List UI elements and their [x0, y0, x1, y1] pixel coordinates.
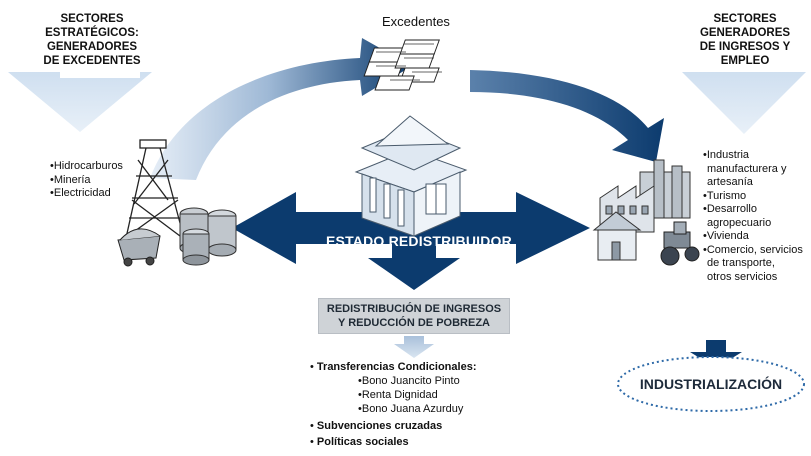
- policy-item-3: • Políticas sociales: [310, 436, 409, 448]
- subsidy-item: •Bono Juana Azurduy: [358, 403, 464, 415]
- policy-item-2: • Subvenciones cruzadas: [310, 420, 443, 432]
- redistribution-line-1: REDISTRIBUCIÓN DE INGRESOS: [326, 303, 502, 315]
- industrializacion-label: INDUSTRIALIZACIÓN: [639, 376, 783, 392]
- list-item: •Turismo: [703, 189, 747, 202]
- left-header-line-4: DE EXCEDENTES: [43, 55, 141, 67]
- redistribution-line-2: Y REDUCCIÓN DE POBREZA: [338, 317, 490, 329]
- right-header-line-1: SECTORES: [713, 13, 777, 25]
- right-header-line-3: DE INGRESOS Y: [699, 41, 791, 53]
- list-item: artesanía: [707, 176, 753, 188]
- left-header-line-1: SECTORES: [60, 13, 124, 25]
- redistribution-box: REDISTRIBUCIÓN DE INGRESOS Y REDUCCIÓN D…: [318, 298, 510, 334]
- subsidy-item: •Bono Juancito Pinto: [358, 375, 460, 387]
- right-down-arrow: [682, 72, 806, 134]
- list-item: manufacturera y: [707, 162, 787, 175]
- right-dark-arrow: [690, 340, 742, 368]
- left-header-line-3: GENERADORES: [46, 41, 138, 53]
- house-icon: [592, 211, 642, 261]
- list-item: •Hidrocarburos: [50, 160, 123, 172]
- right-header-line-2: GENERADORES: [699, 27, 791, 39]
- left-down-arrow: [8, 72, 152, 132]
- small-down-arrow: [394, 336, 434, 358]
- government-building-icon: [354, 115, 468, 237]
- estado-redistribuidor-label: ESTADO REDISTRIBUIDOR: [326, 233, 512, 249]
- left-header-line-2: ESTRATÉGICOS:: [45, 27, 139, 39]
- policy-item-1: • Transferencias Condicionales:: [310, 361, 477, 373]
- list-item: •Comercio, servicios: [703, 243, 803, 256]
- list-item: •Desarrollo: [703, 203, 757, 215]
- list-item: •Industria: [703, 149, 750, 161]
- list-item: otros servicios: [707, 270, 778, 283]
- curved-arrow: [150, 38, 412, 180]
- policy-item-2-label: Subvenciones cruzadas: [316, 420, 443, 432]
- tractor-icon: [660, 221, 700, 266]
- policy-item-3-label: Políticas sociales: [316, 436, 409, 448]
- list-item: •Vivienda: [703, 230, 749, 242]
- strategic-sectors-list: •Hidrocarburos •Minería •Electricidad: [50, 160, 123, 201]
- list-item: de transporte,: [707, 257, 775, 269]
- oil-barrels-icon: [179, 207, 237, 266]
- excedentes-label: Excedentes: [382, 14, 450, 29]
- policies-list: • Transferencias Condicionales: •Bono Ju…: [310, 360, 476, 449]
- list-item: •Minería: [50, 173, 91, 186]
- mining-cart-icon: [117, 228, 161, 267]
- industrializacion-ellipse: [617, 356, 805, 412]
- center-down-arrow: [368, 242, 460, 290]
- curved-arrow-tail: [470, 70, 664, 162]
- left-sector-header: SECTORES ESTRATÉGICOS: GENERADORES DE EX…: [22, 12, 162, 68]
- right-header-line-4: EMPLEO: [720, 55, 770, 67]
- income-sectors-list: •Industria manufacturera y artesanía •Tu…: [703, 149, 803, 284]
- list-item: agropecuario: [707, 216, 772, 229]
- money-stacks-icon: [363, 39, 442, 91]
- right-sector-header: SECTORES GENERADORES DE INGRESOS Y EMPLE…: [676, 12, 811, 68]
- policy-item-1-label: Transferencias Condicionales:: [316, 361, 477, 373]
- subsidy-item: •Renta Dignidad: [358, 389, 438, 401]
- list-item: •Electricidad: [50, 187, 111, 199]
